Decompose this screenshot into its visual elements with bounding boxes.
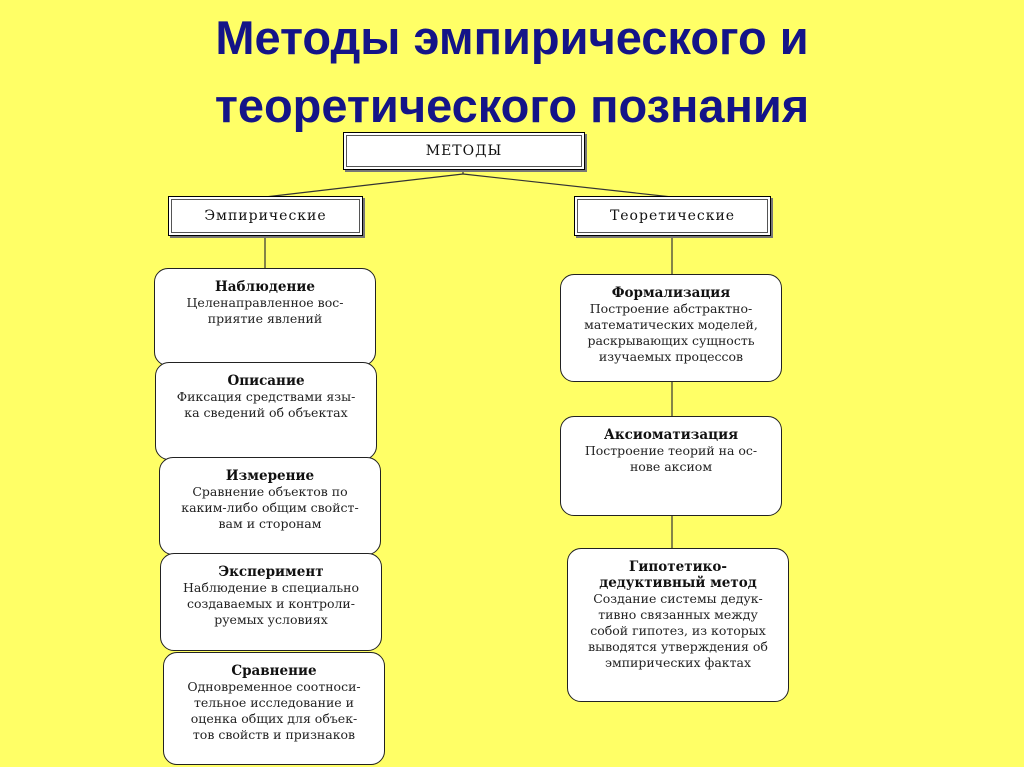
method-description: Построение теорий на ос- нове аксиом [584,443,758,474]
method-title: Описание [227,373,305,389]
root-methods-label: МЕТОДЫ [425,143,503,159]
page-title-line-1: Методы эмпирического и [215,11,809,64]
connector-root-left [264,173,464,198]
empirical-method-node: Описание Фиксация средствами язы- ка све… [155,362,377,460]
method-title: Наблюдение [215,279,315,295]
method-title: Измерение [225,468,315,484]
theoretical-category-box: Теоретические [574,196,771,236]
method-description: Фиксация средствами язы- ка сведений об … [176,389,356,420]
method-title: Эксперимент [218,564,324,580]
empirical-category-box: Эмпирические [168,196,363,236]
method-description: Построение абстрактно- математических мо… [584,301,758,364]
method-title: Формализация [611,285,731,301]
method-description: Сравнение объектов по каким-либо общим с… [181,484,359,531]
empirical-category-label: Эмпирические [204,208,327,224]
method-title: Гипотетико- дедуктивный метод [599,559,757,591]
method-description: Создание системы дедук- тивно связанных … [588,591,768,670]
empirical-method-node: Эксперимент Наблюдение в специально созд… [160,553,382,651]
page-title-line-2: теоретического познания [214,79,810,132]
method-description: Наблюдение в специально создаваемых и ко… [183,580,359,627]
theoretical-method-node: Аксиоматизация Построение теорий на ос- … [560,416,782,516]
method-title: Аксиоматизация [603,427,739,443]
theoretical-method-node: Формализация Построение абстрактно- мате… [560,274,782,382]
theoretical-category-label: Теоретические [609,208,736,224]
empirical-method-node: Измерение Сравнение объектов по каким-ли… [159,457,381,555]
root-methods-box: МЕТОДЫ [343,132,585,170]
empirical-method-node: Сравнение Одновременное соотноси- тельно… [163,652,385,765]
method-title: Сравнение [231,663,317,679]
empirical-method-node: Наблюдение Целенаправленное вос- приятие… [154,268,376,366]
method-description: Одновременное соотноси- тельное исследов… [187,679,361,742]
page-title: Методы эмпирического и теоретического по… [0,4,1024,140]
theoretical-method-node: Гипотетико- дедуктивный метод Создание с… [567,548,789,702]
connector-root-right [462,173,673,198]
method-description: Целенаправленное вос- приятие явлений [186,295,344,326]
